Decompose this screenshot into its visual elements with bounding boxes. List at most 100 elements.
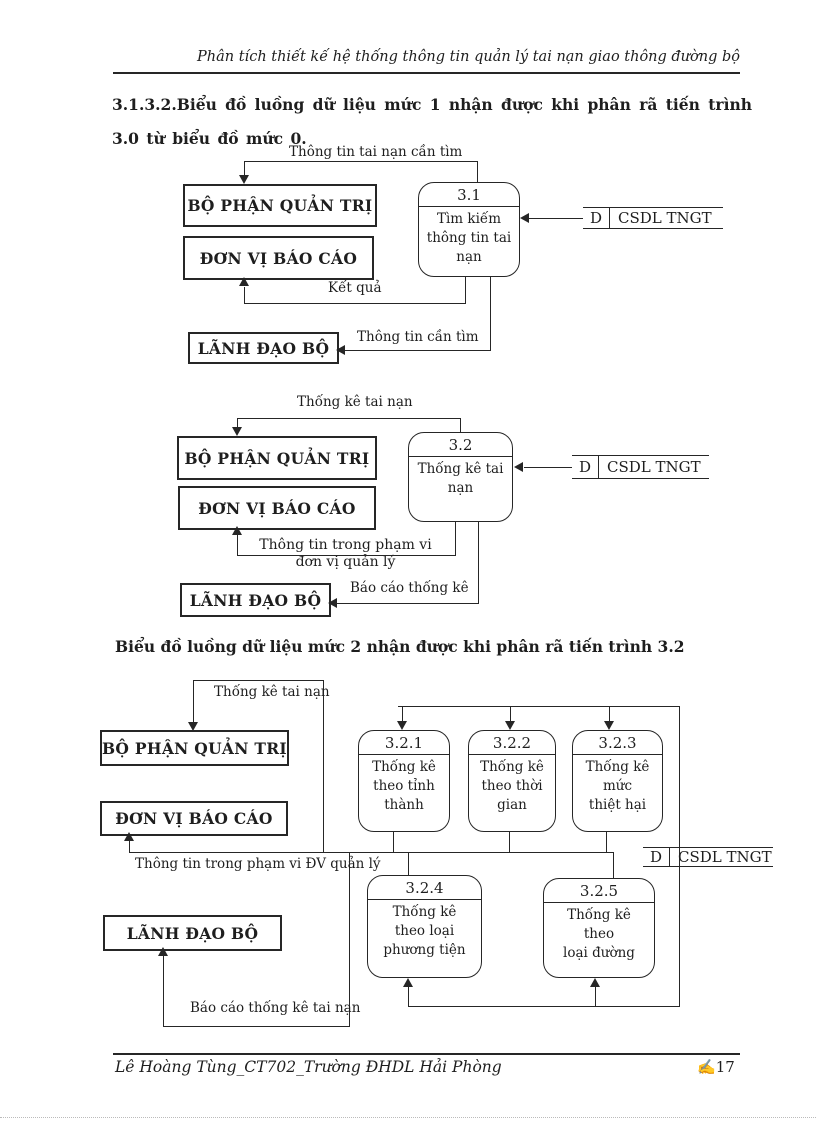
entity-report-unit-d1: ĐƠN VỊ BÁO CÁO xyxy=(183,236,374,280)
entity-report-unit-d2: ĐƠN VỊ BÁO CÁO xyxy=(178,486,376,530)
flow-line xyxy=(595,985,597,1006)
flow-label-info-needed: Thông tin cần tìm xyxy=(357,329,479,345)
sub-heading: Biểu đồ luồng dữ liệu mức 2 nhận được kh… xyxy=(115,637,685,656)
process-3-2: 3.2 Thống kê tai nạn xyxy=(408,432,513,522)
flow-label-statistics: Thống kê tai nạn xyxy=(297,394,413,410)
flow-line xyxy=(460,418,462,433)
process-label: Thống kê tai nạn xyxy=(417,461,504,496)
flow-line xyxy=(393,832,395,852)
process-label: Thống kê theo loại phương tiện xyxy=(383,904,466,958)
flow-line xyxy=(408,1006,680,1008)
footer-page: ✍17 xyxy=(697,1058,735,1076)
arrowhead-left-icon xyxy=(328,598,337,608)
arrowhead-up-icon xyxy=(124,832,134,841)
process-3-2-2: 3.2.2 Thống kê theo thời gian xyxy=(468,730,556,832)
flow-line xyxy=(402,706,404,722)
entity-ministry-d2: LÃNH ĐẠO BỘ xyxy=(180,583,331,617)
flow-line xyxy=(465,277,467,304)
arrowhead-left-icon xyxy=(336,345,345,355)
arrowhead-down-icon xyxy=(604,721,614,730)
process-3-2-1: 3.2.1 Thống kê theo tỉnh thành xyxy=(358,730,450,832)
flow-line xyxy=(163,1026,350,1028)
flow-label-scope-info: Thông tin trong phạm vi đơn vị quản lý xyxy=(259,537,432,570)
flow-line xyxy=(528,218,583,220)
arrowhead-down-icon xyxy=(232,427,242,436)
flow-line xyxy=(323,680,325,853)
flow-line xyxy=(509,832,511,852)
datastore-csdl-tngt-d2: D CSDL TNGT xyxy=(572,455,709,479)
process-3-2-5: 3.2.5 Thống kê theo loại đường xyxy=(543,878,655,978)
flow-line xyxy=(679,706,681,1006)
flow-line xyxy=(237,532,239,556)
flow-line xyxy=(524,467,572,469)
flow-line xyxy=(237,418,461,420)
process-label: Tìm kiếm thông tin tai nạn xyxy=(426,211,512,265)
flow-line xyxy=(163,954,165,1026)
flow-line xyxy=(244,303,466,305)
process-3-2-3: 3.2.3 Thống kê mức thiệt hại xyxy=(572,730,663,832)
flow-line xyxy=(398,706,680,708)
arrowhead-up-icon xyxy=(239,277,249,286)
section-heading: 3.1.3.2.Biểu đồ luồng dữ liệu mức 1 nhận… xyxy=(112,95,752,148)
flow-line xyxy=(129,840,131,853)
flow-line xyxy=(490,277,492,351)
flow-label-result: Kết quả xyxy=(328,280,382,296)
datastore-name: CSDL TNGT xyxy=(607,458,701,476)
arrowhead-left-icon xyxy=(520,213,529,223)
datastore-prefix: D xyxy=(572,456,599,478)
flow-line xyxy=(344,350,491,352)
datastore-name: CSDL TNGT xyxy=(678,848,772,866)
flow-line xyxy=(244,161,246,175)
flow-label-statistics-d3: Thống kê tai nạn xyxy=(214,684,330,700)
flow-line xyxy=(336,603,479,605)
process-number: 3.2.3 xyxy=(573,731,662,755)
arrowhead-down-icon xyxy=(239,175,249,184)
arrowhead-up-icon xyxy=(158,947,168,956)
process-number: 3.1 xyxy=(419,183,519,207)
flow-line xyxy=(478,522,480,604)
process-number: 3.2.5 xyxy=(544,879,654,903)
flow-line xyxy=(193,680,195,723)
entity-admin-dept-d1: BỘ PHẬN QUẢN TRỊ xyxy=(183,184,377,227)
flow-line xyxy=(237,555,456,557)
process-number: 3.2.2 xyxy=(469,731,555,755)
flow-line xyxy=(408,852,410,875)
flow-line xyxy=(613,852,615,879)
arrowhead-down-icon xyxy=(397,721,407,730)
flow-line xyxy=(606,832,608,852)
page-bottom-edge xyxy=(0,1117,816,1118)
flow-line xyxy=(477,161,479,183)
flow-line xyxy=(244,161,477,163)
arrowhead-up-icon xyxy=(403,978,413,987)
entity-ministry-d1: LÃNH ĐẠO BỘ xyxy=(188,332,339,364)
entity-ministry-d3: LÃNH ĐẠO BỘ xyxy=(103,915,282,951)
process-number: 3.2 xyxy=(409,433,512,457)
flow-label-scope-info-d3: Thông tin trong phạm vi ĐV quản lý xyxy=(135,856,381,872)
datastore-prefix: D xyxy=(583,208,610,228)
flow-line xyxy=(510,706,512,722)
footer-author: Lê Hoàng Tùng_CT702_Trường ĐHDL Hải Phòn… xyxy=(115,1058,502,1076)
flow-line xyxy=(244,287,246,304)
arrowhead-up-icon xyxy=(232,526,242,535)
flow-label-stats-report-d3: Báo cáo thống kê tai nạn xyxy=(190,1000,361,1016)
process-3-2-4: 3.2.4 Thống kê theo loại phương tiện xyxy=(367,875,482,978)
datastore-csdl-tngt-d3: D CSDL TNGT xyxy=(643,847,773,867)
datastore-prefix: D xyxy=(643,848,670,866)
process-number: 3.2.4 xyxy=(368,876,481,900)
flow-line xyxy=(129,852,613,854)
flow-line xyxy=(455,522,457,556)
flow-line xyxy=(237,418,239,428)
process-3-1: 3.1 Tìm kiếm thông tin tai nạn xyxy=(418,182,520,277)
page-number: 17 xyxy=(715,1058,735,1076)
entity-admin-dept-d2: BỘ PHẬN QUẢN TRỊ xyxy=(177,436,377,480)
entity-report-unit-d3: ĐƠN VỊ BÁO CÁO xyxy=(100,801,288,836)
arrowhead-up-icon xyxy=(590,978,600,987)
process-number: 3.2.1 xyxy=(359,731,449,755)
flow-line xyxy=(408,985,410,1006)
page-header-title: Phân tích thiết kế hệ thống thông tin qu… xyxy=(197,49,740,65)
datastore-csdl-tngt-d1: D CSDL TNGT xyxy=(583,207,723,229)
pen-icon: ✍ xyxy=(697,1058,716,1076)
flow-label-stats-report: Báo cáo thống kê xyxy=(350,580,469,596)
flow-line xyxy=(349,852,351,1027)
